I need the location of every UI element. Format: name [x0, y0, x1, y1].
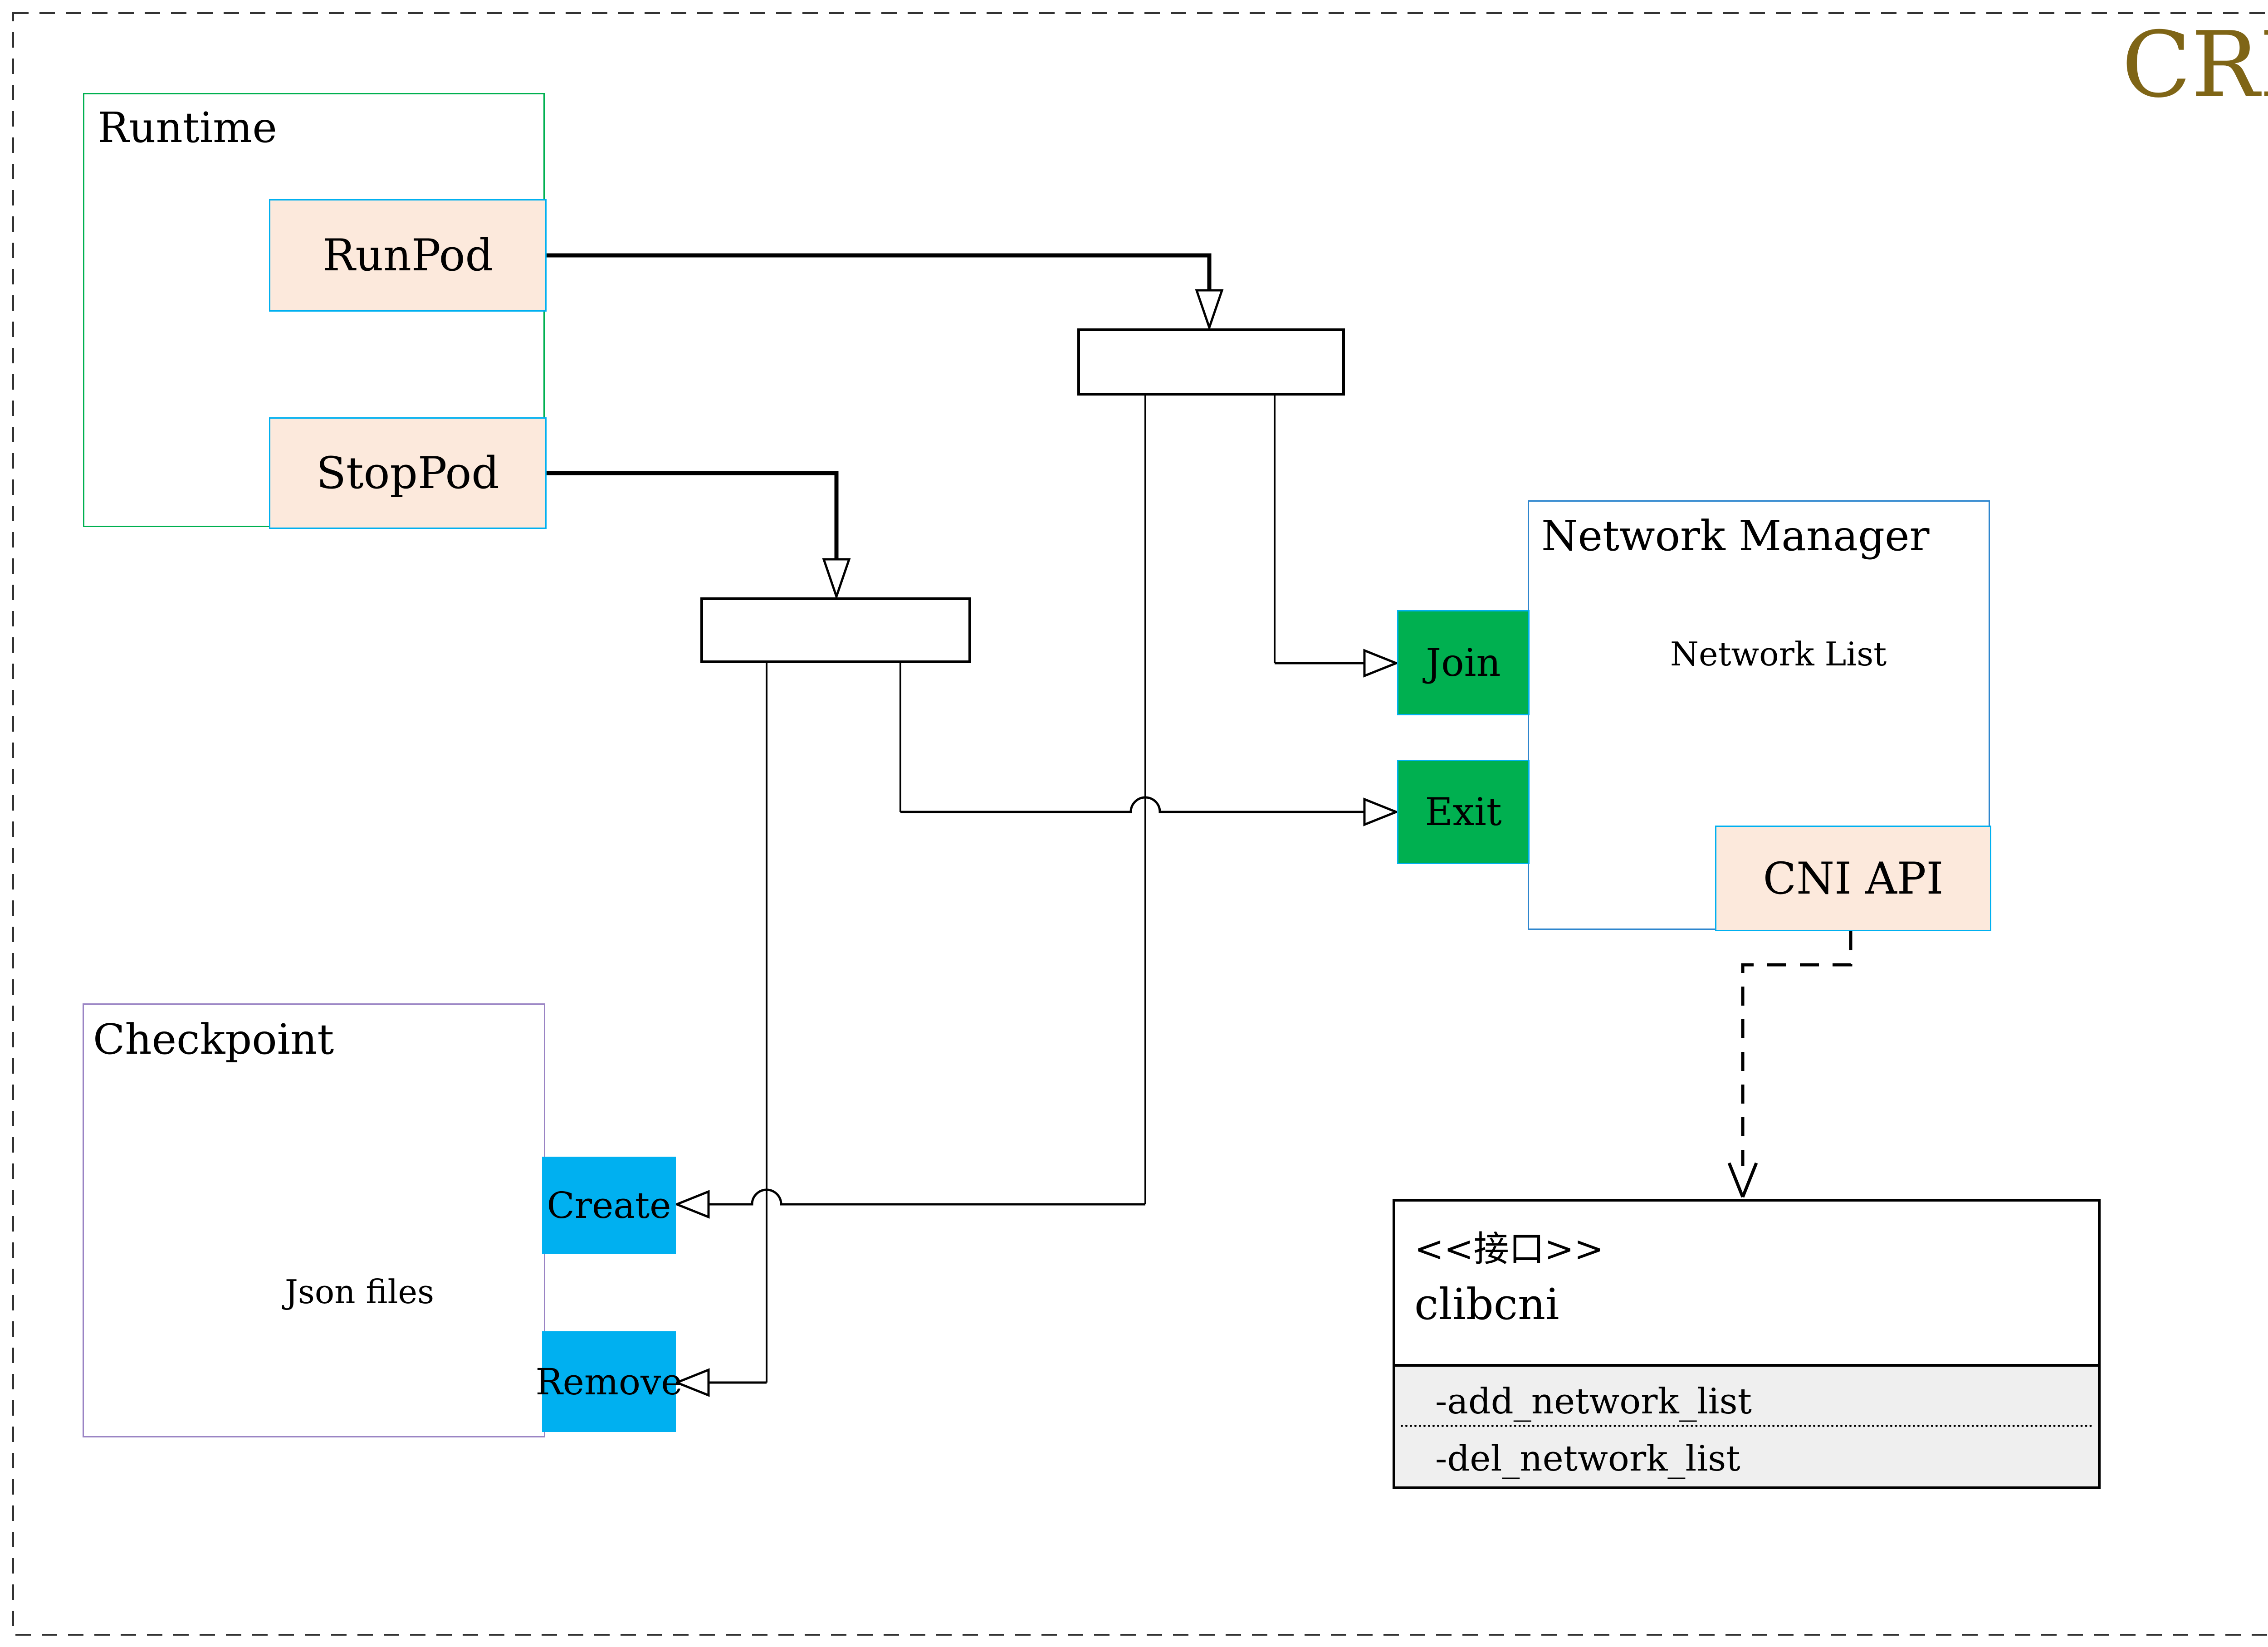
- clibcni-interface-box: <<接口>> clibcni -add_network_list -del_ne…: [1393, 1199, 2101, 1489]
- exit-arrowhead-icon: [1363, 797, 1399, 826]
- create-arrowhead-icon: [674, 1190, 710, 1219]
- json-files-label: Json files: [285, 1273, 435, 1311]
- cni-api-node: CNI API: [1715, 826, 1991, 931]
- network-manager-title: Network Manager: [1541, 512, 1930, 560]
- exit-connector: [900, 796, 1364, 813]
- runpod-connector: [547, 253, 1212, 289]
- remove-label: Remove: [535, 1360, 683, 1403]
- checkpoint-title: Checkpoint: [93, 1015, 334, 1064]
- runpod-arrowhead-icon: [1195, 289, 1224, 331]
- create-node: Create: [542, 1157, 676, 1254]
- stoppod-label: StopPod: [316, 448, 499, 498]
- clibcni-name-label: clibcni: [1414, 1280, 1559, 1329]
- outer-dashed-border: [12, 12, 2268, 1636]
- stoppod-arrowhead-icon: [822, 558, 851, 600]
- stoppod-connector: [547, 471, 839, 558]
- runpod-label: RunPod: [323, 230, 493, 281]
- remove-node: Remove: [535, 1331, 683, 1432]
- interface-stereotype-label: <<接口>>: [1414, 1229, 1604, 1270]
- exit-label: Exit: [1425, 790, 1502, 834]
- cni-dependency-arrowhead-icon: [1727, 1162, 1758, 1198]
- create-connector: [709, 1188, 1145, 1206]
- clibcni-methods-section: -add_network_list -del_network_list: [1395, 1364, 2098, 1486]
- join-arrowhead-icon: [1363, 649, 1399, 678]
- runpod-node: RunPod: [269, 199, 547, 312]
- remove-arrowhead-icon: [674, 1368, 710, 1397]
- exit-node: Exit: [1397, 760, 1530, 864]
- method-divider: [1401, 1425, 2092, 1427]
- process-rect-runpod: [1077, 328, 1345, 396]
- runtime-title: Runtime: [98, 103, 277, 152]
- stoppod-node: StopPod: [269, 417, 547, 529]
- join-node: Join: [1397, 610, 1530, 715]
- page-title: CRI: [2121, 12, 2268, 118]
- checkpoint-container: [83, 1003, 545, 1437]
- create-label: Create: [547, 1184, 671, 1227]
- process-rect-stoppod: [700, 597, 971, 663]
- join-label: Join: [1426, 640, 1501, 685]
- cni-dependency-connector: [1741, 931, 1853, 1166]
- method-del-network-list: -del_network_list: [1435, 1438, 1740, 1479]
- network-list-label: Network List: [1670, 635, 1887, 673]
- method-add-network-list: -add_network_list: [1435, 1381, 1752, 1422]
- cni-api-label: CNI API: [1763, 853, 1944, 904]
- clibcni-header-section: <<接口>> clibcni: [1395, 1202, 2098, 1364]
